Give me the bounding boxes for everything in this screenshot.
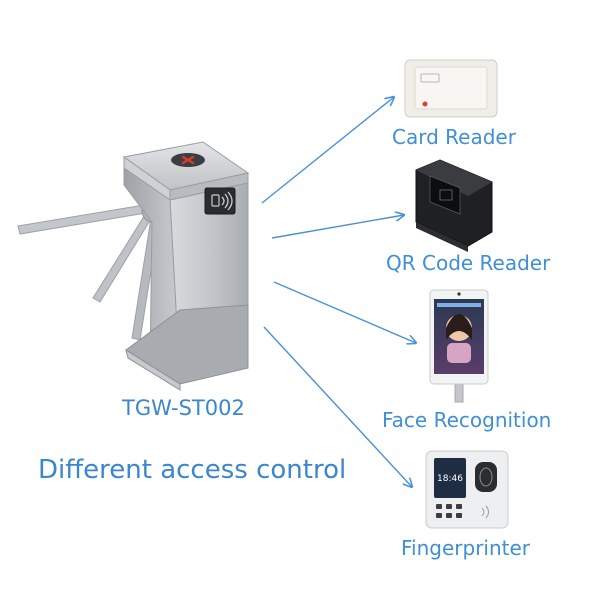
contactless-icon [481,505,489,519]
tagline-heading: Different access control [38,455,347,485]
device-label-face-recognition: Face Recognition [382,408,552,432]
device-label-card-reader: Card Reader [392,125,516,149]
face-recognition-terminal-icon [429,289,489,403]
fingerprint-screen-time: 18:46 [437,474,463,484]
device-label-fingerprinter: Fingerprinter [401,536,531,560]
turnstile-arm-horizontal [17,203,153,235]
rfid-reader-panel [204,187,236,215]
direction-indicator-light [171,153,205,167]
contactless-icon [211,191,233,211]
arrow-to-fingerprint [263,326,412,487]
arrow-to-card-reader [261,97,394,204]
tripod-turnstile [17,141,250,391]
qr-code-reader-icon [415,159,493,252]
keypad [436,504,462,518]
fingerprint-reader-icon: 18:46 [425,450,509,529]
device-label-qr-code-reader: QR Code Reader [386,251,551,275]
product-model-label: TGW-ST002 [122,396,245,420]
connection-arrows [261,97,416,487]
arrow-to-face-recognition [273,281,416,343]
arrow-to-qr-reader [271,215,404,239]
turnstile-cabinet [122,141,250,391]
card-reader-icon [404,59,498,118]
